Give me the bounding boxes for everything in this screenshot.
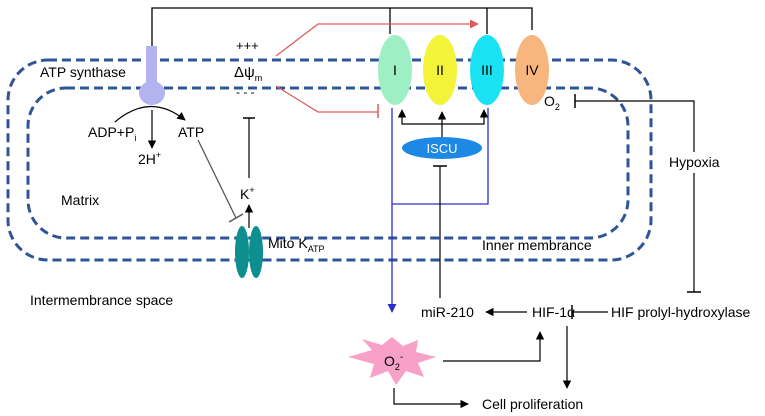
red-line-upper [275,19,479,57]
plus-signs-label: +++ [236,38,259,53]
complex-iv [515,35,549,105]
hif1a-label: HIF-1α [532,304,575,320]
inner-membrane-label: Inner membrance [482,237,592,253]
atp-inhibit-bar [228,213,244,223]
o2-label: O2 [544,93,560,112]
iscu-oval [402,137,482,159]
atp-inhibit-line [197,139,237,219]
k-plus-label: K+ [240,185,255,202]
h-plus-label: 2H+ [138,150,161,167]
superoxide-burst [348,337,436,385]
atp-synthase-head [139,81,165,105]
atp-synthase-stalk [146,46,157,88]
katp-channel-left [235,226,249,278]
intermembrane-label: Intermembrance space [30,292,173,308]
inner-membrane [26,86,630,240]
superoxide-label: O2- [384,352,403,372]
minus-signs-label: - - - [236,85,255,99]
complex-i [378,35,412,105]
iscu-arrow-right [442,109,489,125]
top-link-line [151,7,533,48]
katp-channel-right [249,226,263,278]
adp-pi-label: ADP+Pi [88,124,136,143]
delta-psi-label: Δψm [234,64,262,83]
hypoxia-to-o2-line [575,100,695,152]
complex-iii-label: III [481,62,493,78]
complex-ii-label: II [436,62,444,78]
hypoxia-label: Hypoxia [669,154,720,170]
atp-label: ATP [178,124,204,140]
outer-membrane [6,58,653,262]
iscu-arrow-left [397,109,442,125]
red-line-lower [275,85,378,113]
iscu-label: ISCU [426,141,457,156]
complex-iii [470,35,504,105]
hif-phd-label: HIF prolyl-hydroxylase [611,304,750,320]
superoxide-to-hif-arrow [443,331,545,362]
cell-proliferation-label: Cell proliferation [482,396,583,412]
complex-ii [423,35,457,105]
mito-katp-label: Mito KATP [268,235,325,254]
atp-synthase-label: ATP synthase [40,64,126,80]
adp-to-atp-arrow [114,105,186,123]
superoxide-to-prolif-arrow [393,388,469,409]
complex-i-label: I [393,62,397,78]
matrix-label: Matrix [61,192,99,208]
mir210-label: miR-210 [421,304,474,320]
complex-iv-label: IV [525,62,539,78]
